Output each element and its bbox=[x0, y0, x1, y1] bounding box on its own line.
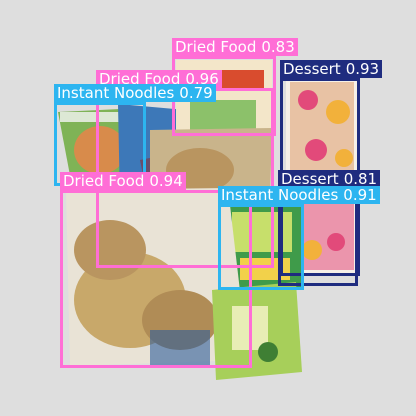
class-name: Instant Noodles bbox=[221, 186, 339, 204]
class-name: Dried Food bbox=[99, 70, 181, 88]
class-name: Dried Food bbox=[175, 38, 257, 56]
peanut-bag bbox=[66, 188, 248, 366]
melon-seed-bag bbox=[212, 282, 302, 380]
class-name: Dried Food bbox=[63, 172, 145, 190]
confidence-score: 0.94 bbox=[149, 172, 183, 190]
confidence-score: 0.96 bbox=[185, 70, 219, 88]
class-name: Dessert bbox=[283, 60, 341, 78]
class-name: Dessert bbox=[281, 170, 339, 188]
confidence-score: 0.83 bbox=[261, 38, 295, 56]
confidence-score: 0.91 bbox=[343, 186, 377, 204]
confidence-score: 0.81 bbox=[343, 170, 378, 188]
confidence-score: 0.79 bbox=[179, 84, 213, 102]
class-name: Instant Noodles bbox=[57, 84, 175, 102]
confidence-score: 0.93 bbox=[345, 60, 380, 78]
